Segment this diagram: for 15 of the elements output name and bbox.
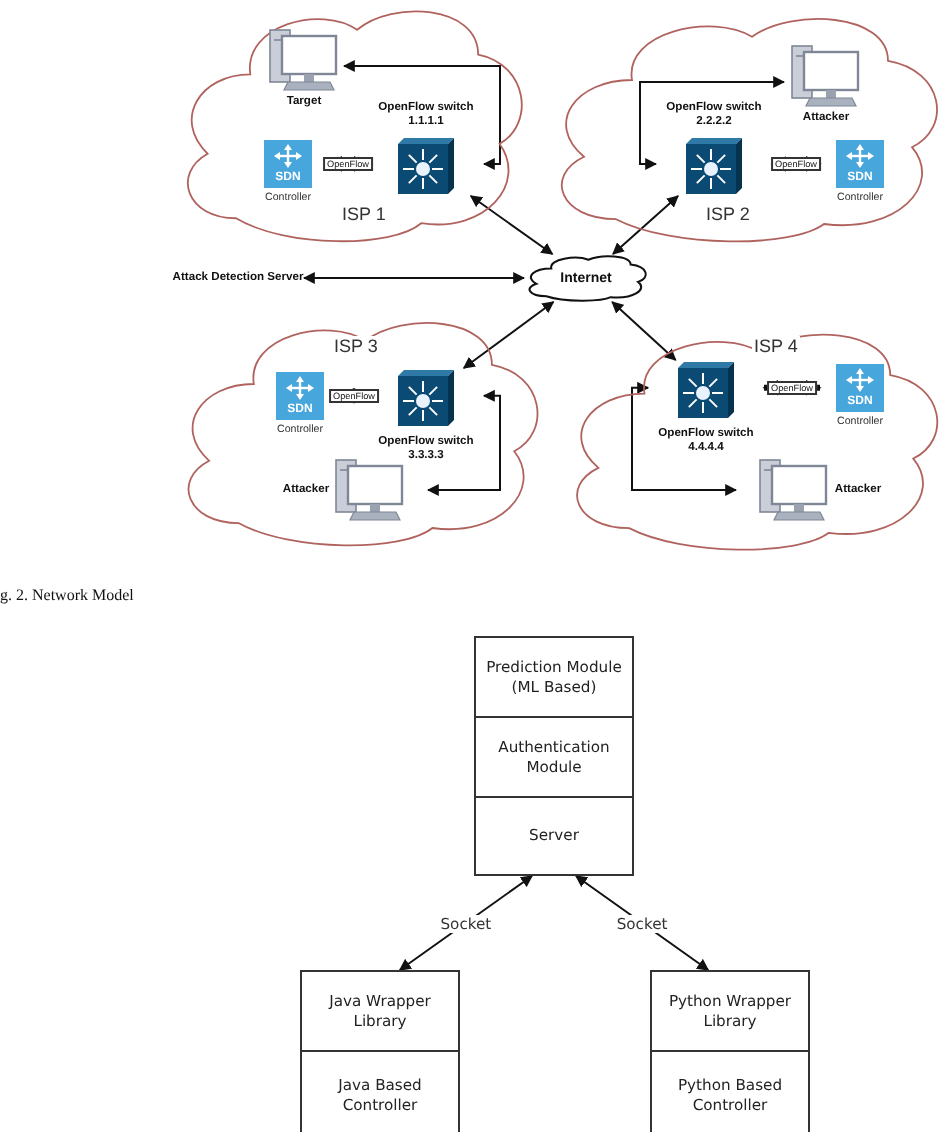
arrow [631,381,738,496]
figure-caption: g. 2. Network Model [0,586,134,604]
isp-label: ISP 3 [332,336,380,356]
arrow [469,195,554,255]
arrow [462,301,555,369]
isp-label: ISP 4 [752,336,800,356]
arrow [612,195,679,255]
arrow [639,76,786,170]
arrow [342,60,501,170]
isp-label: ISP 2 [704,204,752,224]
arrow [426,389,501,496]
arrow [611,301,677,361]
isp-label: ISP 1 [340,204,388,224]
internet-cloud [524,254,648,302]
arrow [302,272,526,284]
